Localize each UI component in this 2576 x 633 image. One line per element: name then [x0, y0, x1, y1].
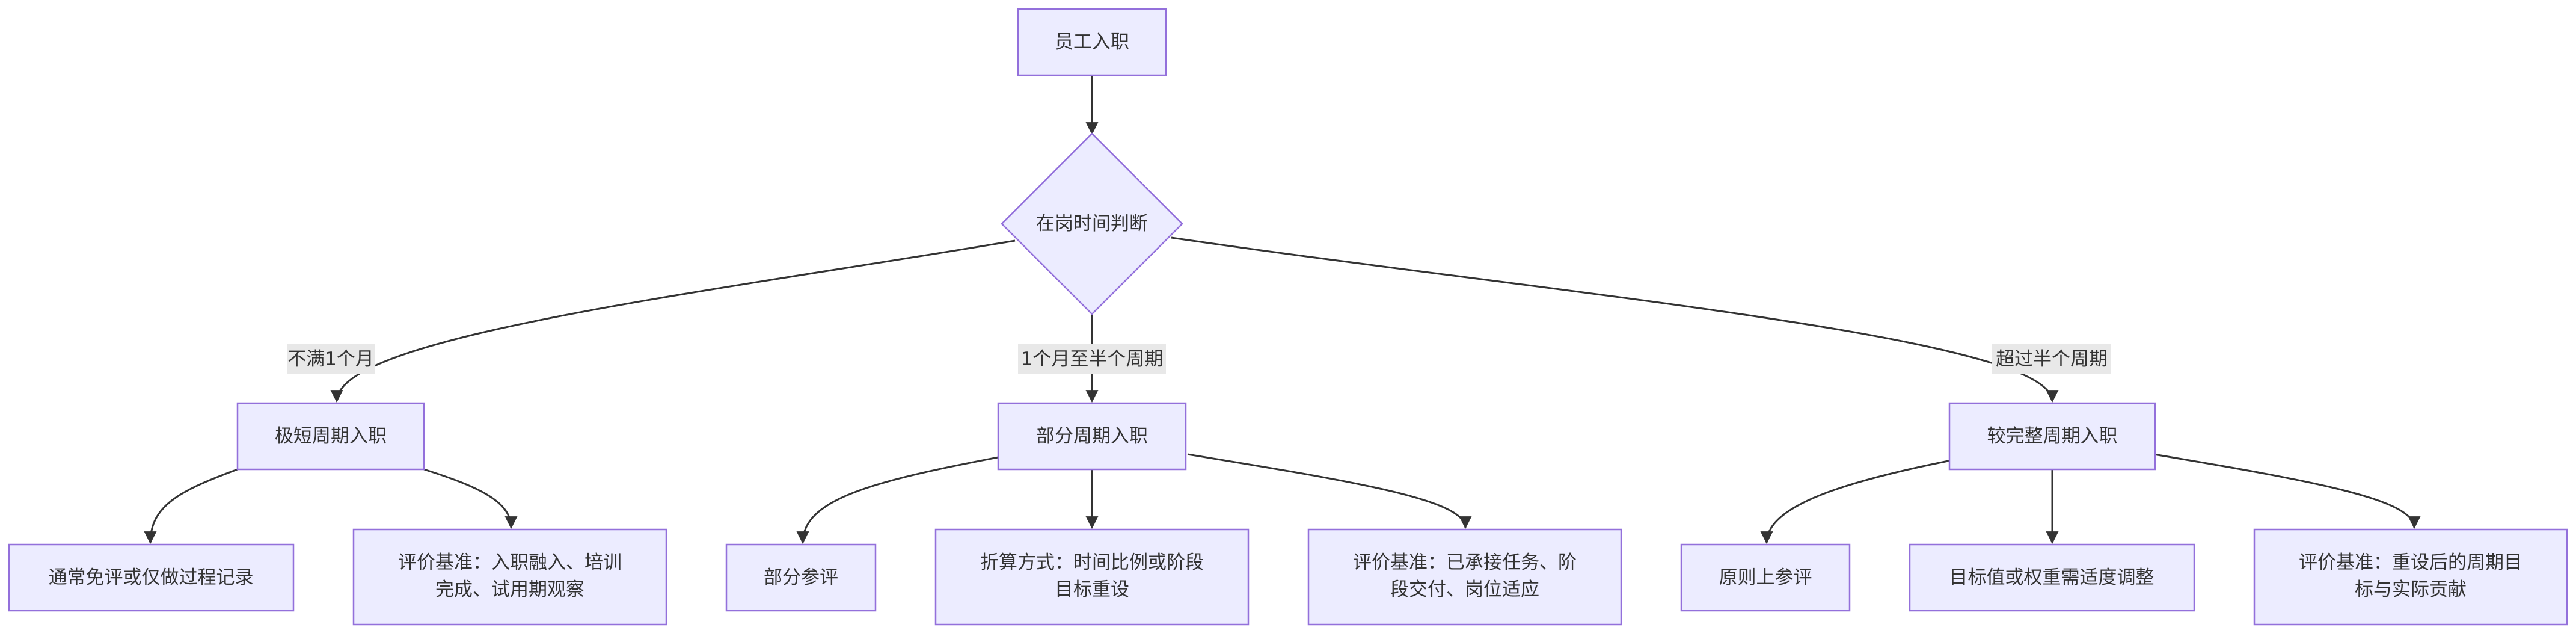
node-short-criteria-line1: 评价基准：入职融入、培训 — [398, 552, 622, 573]
edge-label-partial-text: 1个月至半个周期 — [1021, 348, 1164, 370]
node-short-criteria-line2: 完成、试用期观察 — [435, 579, 584, 601]
edge-label-short: 不满1个月 — [287, 344, 375, 374]
node-short-criteria: 评价基准：入职融入、培训 完成、试用期观察 — [352, 528, 667, 626]
node-partial-conversion-line1: 折算方式：时间比例或阶段 — [980, 552, 1204, 573]
edge-short-to-b — [423, 468, 518, 530]
node-full-criteria: 评价基准：重设后的周期目 标与实际贡献 — [2253, 528, 2568, 626]
node-full-cycle: 较完整周期入职 — [1948, 402, 2156, 471]
edge-decision-to-short — [330, 239, 1016, 403]
edge-full-to-a — [1760, 459, 1952, 545]
node-full-criteria-line2: 标与实际贡献 — [2355, 579, 2467, 601]
edge-label-short-text: 不满1个月 — [287, 348, 374, 370]
node-partial-conversion-line2: 目标重设 — [1055, 579, 1129, 601]
node-partial-cycle: 部分周期入职 — [997, 402, 1187, 471]
node-short-exempt: 通常免评或仅做过程记录 — [8, 543, 295, 612]
node-short-exempt-label: 通常免评或仅做过程记录 — [49, 567, 254, 588]
edge-label-partial: 1个月至半个周期 — [1018, 344, 1166, 374]
node-tenure-decision-label: 在岗时间判断 — [1036, 213, 1148, 235]
node-partial-criteria: 评价基准：已承接任务、阶 段交付、岗位适应 — [1307, 528, 1622, 626]
node-tenure-decision: 在岗时间判断 — [1001, 132, 1183, 315]
edge-partial-to-c — [1187, 453, 1472, 530]
edge-short-to-a — [144, 468, 238, 545]
edge-decision-to-full — [1171, 236, 2059, 403]
edge-full-to-c — [2153, 453, 2421, 530]
node-employee-onboarding: 员工入职 — [1017, 8, 1167, 76]
node-short-cycle: 极短周期入职 — [236, 402, 425, 471]
node-partial-participate: 部分参评 — [725, 543, 877, 612]
node-employee-onboarding-label: 员工入职 — [1055, 31, 1129, 53]
node-partial-criteria-line2: 段交付、岗位适应 — [1390, 579, 1539, 601]
node-full-adjust-label: 目标值或权重需适度调整 — [1949, 567, 2154, 588]
node-partial-participate-label: 部分参评 — [764, 567, 838, 588]
node-full-criteria-line1: 评价基准：重设后的周期目 — [2299, 552, 2522, 573]
node-full-adjust: 目标值或权重需适度调整 — [1909, 543, 2195, 612]
node-full-cycle-label: 较完整周期入职 — [1987, 425, 2118, 447]
node-partial-criteria-line1: 评价基准：已承接任务、阶 — [1353, 552, 1577, 573]
node-full-participate-label: 原则上参评 — [1719, 567, 1812, 588]
node-partial-cycle-label: 部分周期入职 — [1036, 425, 1148, 447]
node-short-cycle-label: 极短周期入职 — [275, 425, 387, 447]
edge-label-full-text: 超过半个周期 — [1996, 348, 2108, 370]
node-partial-conversion: 折算方式：时间比例或阶段 目标重设 — [934, 528, 1250, 626]
edge-partial-to-a — [796, 456, 999, 545]
node-full-participate: 原则上参评 — [1680, 543, 1851, 612]
edge-label-full: 超过半个周期 — [1992, 344, 2111, 374]
